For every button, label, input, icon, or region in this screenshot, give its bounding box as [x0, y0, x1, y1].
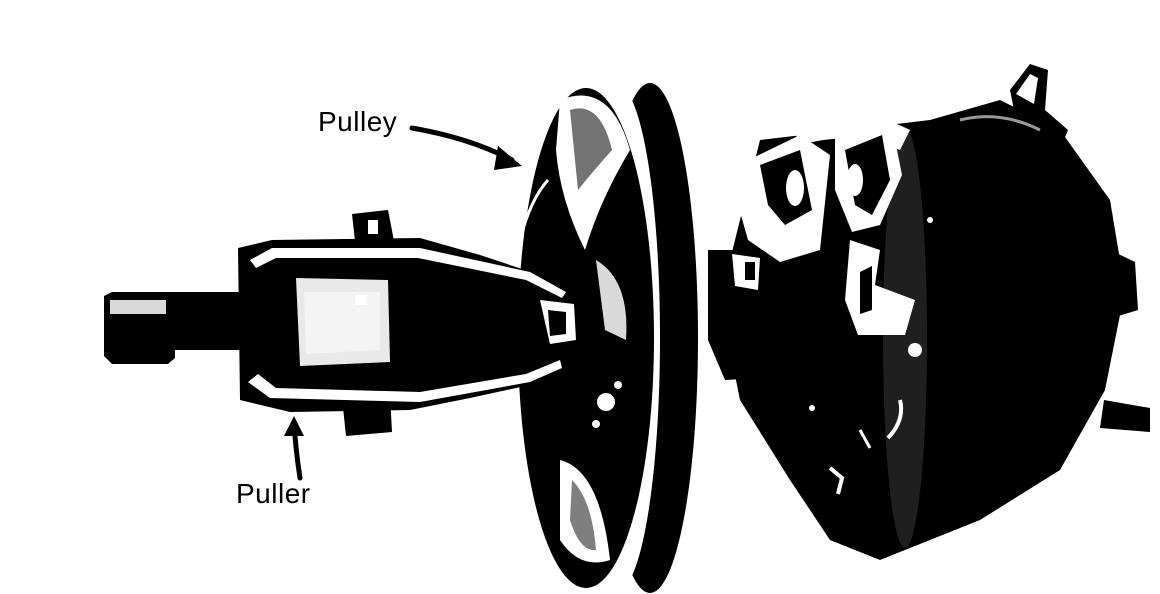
pulley — [518, 83, 698, 593]
puller-label: Puller — [236, 478, 311, 509]
pulley-callout-arrow — [409, 125, 522, 170]
pump-body — [708, 64, 1150, 560]
puller-tool — [104, 210, 590, 436]
pulley-label: Pulley — [318, 106, 398, 137]
puller-callout-arrow — [284, 416, 304, 481]
